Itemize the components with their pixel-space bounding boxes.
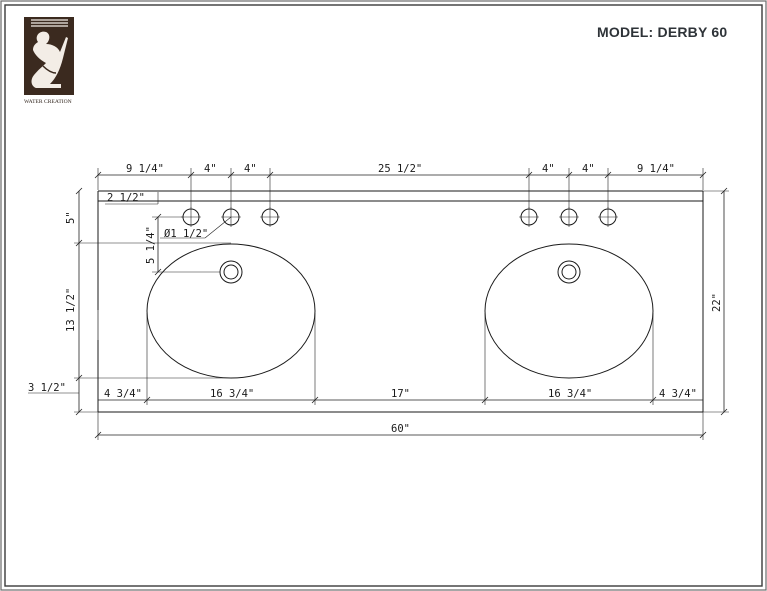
- dim-right-spread-1: 4": [542, 163, 555, 175]
- right-sink-bowl: [484, 243, 654, 379]
- dim-left-spread-2: 4": [244, 163, 257, 175]
- model-title: MODEL: DERBY 60: [597, 24, 727, 40]
- bottom-dimension-chain: [94, 313, 707, 440]
- dim-edge-to-sink: 5": [65, 211, 77, 224]
- left-sink-bowl: [146, 243, 316, 379]
- dim-sink-depth: 13 1/2": [65, 288, 77, 332]
- water-creation-logo: WATER CREATION: [24, 17, 74, 105]
- dim-sink-to-front: 3 1/2": [28, 382, 66, 394]
- dim-left-sink-width: 16 3/4": [210, 388, 254, 400]
- right-side-dimension: [703, 187, 729, 416]
- top-dimension-chain: [94, 168, 707, 208]
- dim-between-sinks: 17": [391, 388, 410, 400]
- dim-backsplash: 2 1/2": [107, 192, 145, 204]
- dim-left-edge: 4 3/4": [104, 388, 142, 400]
- dim-right-spread-2: 4": [582, 163, 595, 175]
- dim-overall-width: 60": [391, 423, 410, 435]
- dim-right-faucet-to-edge: 9 1/4": [637, 163, 675, 175]
- dim-between-faucets: 25 1/2": [378, 163, 422, 175]
- dim-hole-diameter: Ø1 1/2": [164, 228, 208, 240]
- dim-left-edge-to-faucet: 9 1/4": [126, 163, 164, 175]
- left-drain-inner: [223, 264, 239, 280]
- logo-text: WATER CREATION: [24, 99, 72, 105]
- left-drain-outer: [219, 260, 243, 284]
- left-faucet-holes: [181, 207, 280, 227]
- right-faucet-holes: [519, 207, 618, 227]
- dim-left-spread-1: 4": [204, 163, 217, 175]
- dim-overall-depth: 22": [711, 293, 723, 312]
- dim-right-sink-width: 16 3/4": [548, 388, 592, 400]
- dim-faucet-to-drain: 5 1/4": [145, 226, 157, 264]
- right-drain-inner: [561, 264, 577, 280]
- dim-right-edge: 4 3/4": [659, 388, 697, 400]
- left-side-dimension-lines: [28, 187, 232, 416]
- inner-frame: [4, 4, 763, 587]
- vanity-top-outline: [97, 190, 704, 413]
- right-drain-outer: [557, 260, 581, 284]
